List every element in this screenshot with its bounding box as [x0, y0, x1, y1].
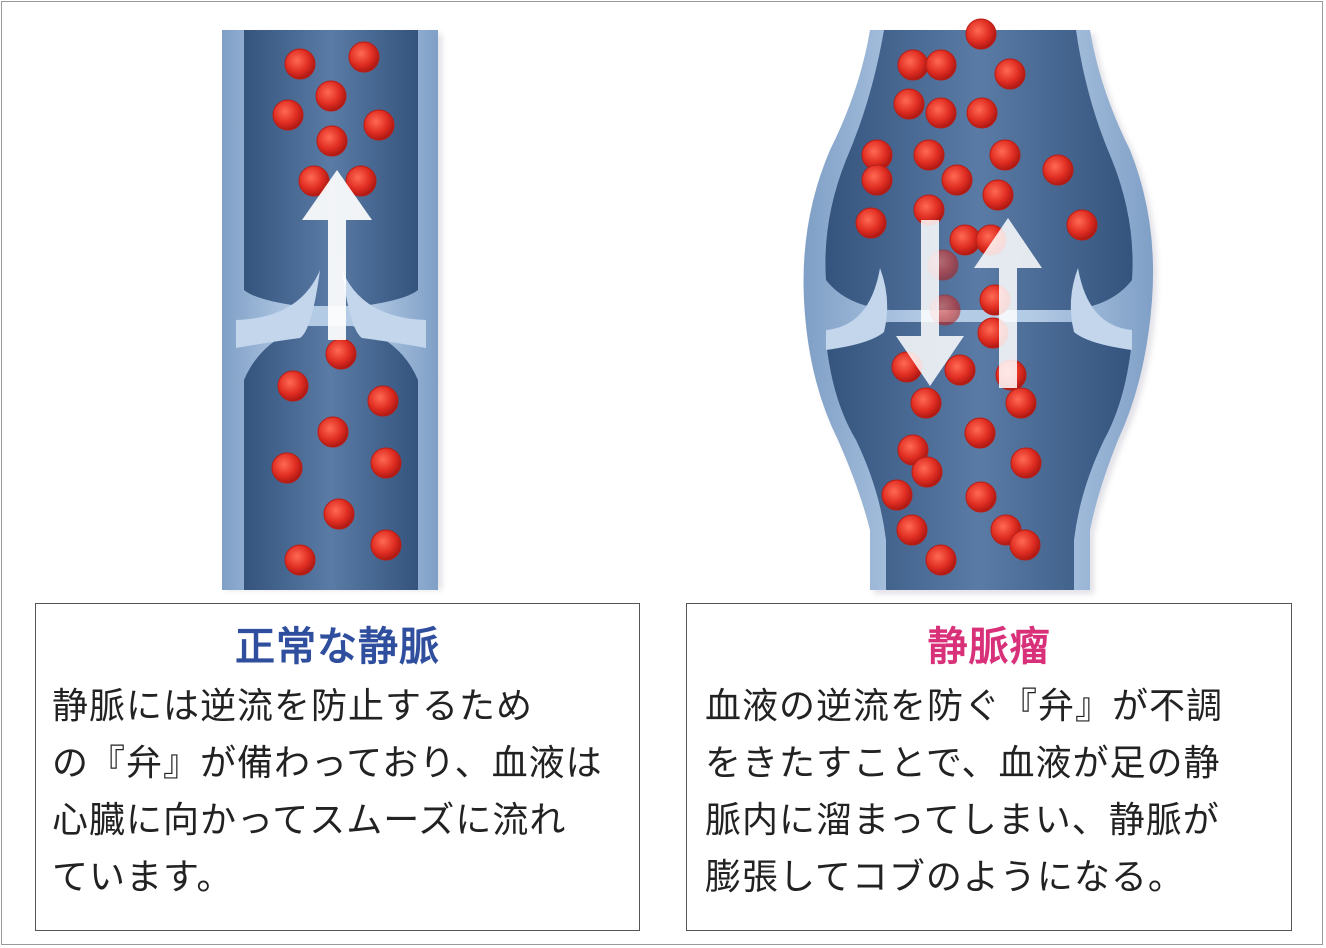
- blood-cell: [913, 139, 945, 171]
- blood-cell: [910, 387, 942, 419]
- normal-vein-title: 正常な静脈: [235, 624, 440, 670]
- blood-cell: [911, 456, 943, 488]
- blood-cell: [1009, 529, 1041, 561]
- blood-cell: [370, 447, 402, 479]
- blood-cell: [989, 139, 1021, 171]
- blood-cell: [897, 49, 929, 81]
- blood-cell: [964, 417, 996, 449]
- blood-cell: [317, 416, 349, 448]
- blood-cell: [944, 354, 976, 386]
- blood-cell: [893, 88, 925, 120]
- normal-vein-panel: 正常な静脈 静脈には逆流を防止するため の『弁』が備わっており、血液は 心臓に向…: [35, 603, 640, 931]
- flow-up-arrow: [974, 218, 1042, 388]
- normal-valve-left: [236, 270, 320, 348]
- varicose-vein-panel: 静脈瘤 血液の逆流を防ぐ『弁』が不調 をきたすことで、血液が足の静 脈内に溜まっ…: [686, 603, 1292, 931]
- varicose-vein-description: 血液の逆流を防ぐ『弁』が不調 をきたすことで、血液が足の静 脈内に溜まってしまい…: [705, 686, 1224, 898]
- blood-cell: [1042, 154, 1074, 186]
- blood-cell: [861, 164, 893, 196]
- blood-cell: [925, 544, 957, 576]
- blood-cell: [1066, 209, 1098, 241]
- normal-blood-cells: [271, 41, 402, 576]
- blood-cell: [323, 498, 355, 530]
- normal-valve-right: [342, 270, 426, 348]
- blood-cell: [345, 165, 377, 197]
- blood-cell: [925, 97, 957, 129]
- blood-cell: [941, 164, 973, 196]
- blood-cell: [370, 529, 402, 561]
- backflow-down-arrow: [896, 220, 964, 386]
- blood-cell: [316, 125, 348, 157]
- blood-cell: [325, 338, 357, 370]
- blood-cell: [298, 165, 330, 197]
- blood-cell: [284, 48, 316, 80]
- varicose-vein: [803, 18, 1158, 594]
- blood-cell: [367, 385, 399, 417]
- varicose-valve-right: [1070, 268, 1132, 350]
- blood-cell: [896, 514, 928, 546]
- vein-illustration: [222, 18, 1158, 594]
- blood-cell: [897, 434, 929, 466]
- blood-cell: [1005, 387, 1037, 419]
- blood-cell: [982, 179, 1014, 211]
- upward-flow-arrow: [302, 170, 372, 340]
- blood-cell: [965, 481, 997, 513]
- blood-cell: [315, 80, 347, 112]
- blood-cell: [965, 18, 997, 50]
- normal-vein-description: 静脈には逆流を防止するため の『弁』が備わっており、血液は 心臓に向かってスムー…: [52, 686, 603, 898]
- blood-cell: [881, 479, 913, 511]
- blood-cell: [1010, 447, 1042, 479]
- blood-cell: [994, 58, 1026, 90]
- blood-cell: [272, 99, 304, 131]
- blood-cell: [925, 49, 957, 81]
- blood-cell: [277, 370, 309, 402]
- blood-cell: [271, 452, 303, 484]
- varicose-vein-title: 静脈瘤: [927, 624, 1051, 670]
- normal-vein: [222, 30, 442, 590]
- normal-vein-lumen-upper: [244, 30, 418, 306]
- blood-cell: [855, 207, 887, 239]
- varicose-blood-cells: [855, 18, 1098, 576]
- blood-cell: [363, 109, 395, 141]
- blood-cell: [348, 41, 380, 73]
- varicose-valve-left: [826, 268, 888, 350]
- blood-cell: [284, 544, 316, 576]
- blood-cell: [966, 97, 998, 129]
